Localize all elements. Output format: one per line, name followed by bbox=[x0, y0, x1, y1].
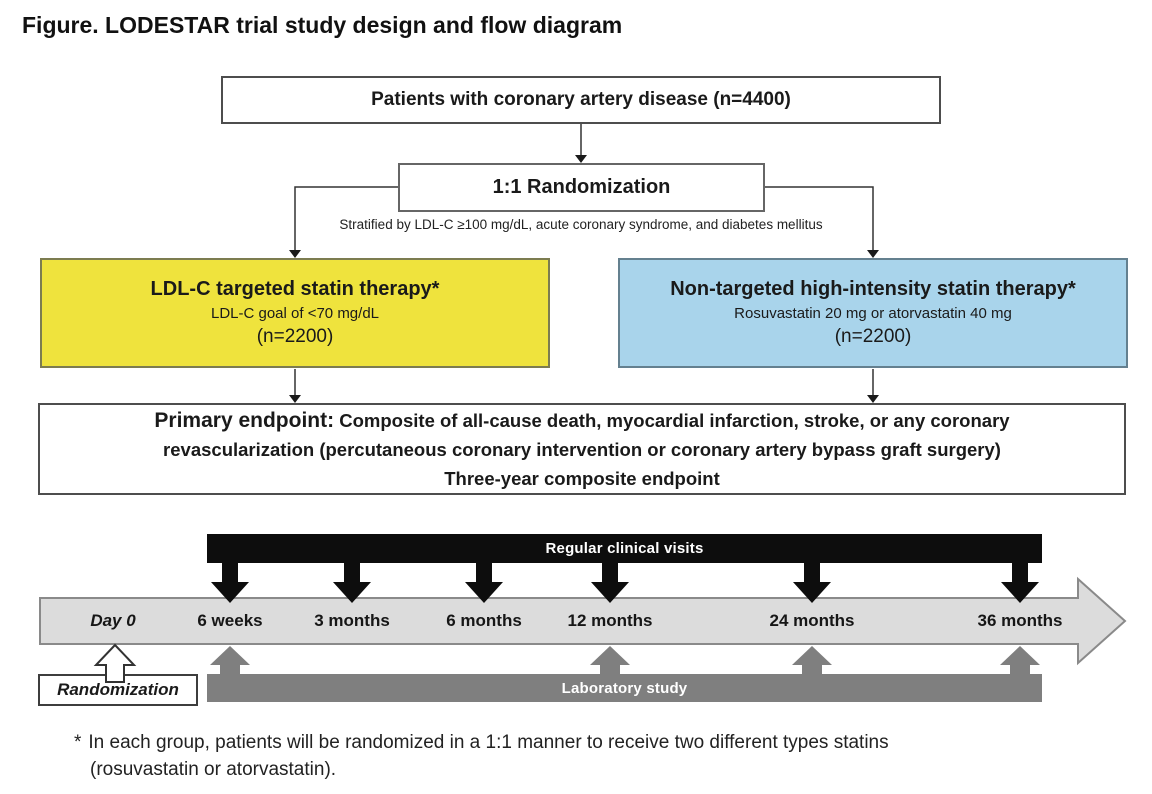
primary-endpoint-box: Primary endpoint: Composite of all-cause… bbox=[38, 403, 1126, 495]
arrowhead-left-to-endpoint bbox=[289, 395, 301, 403]
visit-arrow-6-weeks bbox=[211, 556, 249, 603]
regular-clinical-visits-bar: Regular clinical visits bbox=[207, 534, 1042, 563]
tick-36-months: 36 months bbox=[977, 611, 1063, 630]
randomization-box-label: 1:1 Randomization bbox=[492, 176, 671, 198]
footnote-line-1-text: In each group, patients will be randomiz… bbox=[88, 732, 889, 753]
figure-footnote: * In each group, patients will be randomi… bbox=[74, 729, 1114, 783]
stratification-note: Stratified by LDL-C ≥100 mg/dL, acute co… bbox=[339, 217, 823, 232]
arrowhead-to-randomization bbox=[575, 155, 587, 163]
left-arm-title: LDL-C targeted statin therapy* bbox=[150, 278, 440, 300]
tick-6-weeks: 6 weeks bbox=[197, 611, 263, 630]
endpoint-line-2: revascularization (percutaneous coronary… bbox=[163, 438, 1001, 460]
footnote-line-1: * In each group, patients will be randomi… bbox=[74, 729, 1114, 756]
tick-24-months: 24 months bbox=[769, 611, 855, 630]
non-targeted-arm-box: Non-targeted high-intensity statin thera… bbox=[618, 258, 1128, 368]
laboratory-study-label: Laboratory study bbox=[561, 679, 688, 697]
ldlc-targeted-arm-box: LDL-C targeted statin therapy* LDL-C goa… bbox=[40, 258, 550, 368]
tick-6-months: 6 months bbox=[446, 611, 522, 630]
visit-arrow-3-months bbox=[333, 556, 371, 603]
randomization-timepoint-label: Randomization bbox=[57, 680, 179, 699]
footnote-marker: * bbox=[74, 732, 82, 753]
endpoint-line-3: Three-year composite endpoint bbox=[444, 467, 720, 489]
left-arm-detail: LDL-C goal of <70 mg/dL bbox=[210, 305, 380, 322]
footnote-line-2: (rosuvastatin or atorvastatin). bbox=[90, 759, 337, 780]
arrowhead-to-right-arm bbox=[867, 250, 879, 258]
visit-arrow-6-months bbox=[465, 556, 503, 603]
randomization-timepoint-box: Randomization bbox=[38, 674, 198, 706]
patients-box-label: Patients with coronary artery disease (n… bbox=[371, 89, 791, 110]
right-arm-title: Non-targeted high-intensity statin thera… bbox=[670, 278, 1076, 300]
arrowhead-right-to-endpoint bbox=[867, 395, 879, 403]
endpoint-line-1: Primary endpoint: Composite of all-cause… bbox=[154, 406, 1009, 435]
tick-3-months: 3 months bbox=[314, 611, 390, 630]
randomization-box: 1:1 Randomization bbox=[398, 163, 765, 212]
laboratory-study-bar: Laboratory study bbox=[207, 674, 1042, 702]
visit-arrow-12-months bbox=[591, 556, 629, 603]
visit-arrow-36-months bbox=[1001, 556, 1039, 603]
figure-title: Figure. LODESTAR trial study design and … bbox=[22, 12, 623, 38]
endpoint-lead: Primary endpoint: bbox=[154, 408, 335, 432]
right-arm-sample-size: (n=2200) bbox=[834, 326, 912, 347]
regular-clinical-visits-label: Regular clinical visits bbox=[545, 540, 704, 557]
tick-day-0: Day 0 bbox=[90, 611, 136, 630]
visit-arrow-24-months bbox=[793, 556, 831, 603]
clinical-visit-arrows bbox=[211, 556, 1039, 603]
arrowhead-to-left-arm bbox=[289, 250, 301, 258]
tick-12-months: 12 months bbox=[567, 611, 653, 630]
right-arm-detail: Rosuvastatin 20 mg or atorvastatin 40 mg bbox=[734, 305, 1012, 322]
patients-box: Patients with coronary artery disease (n… bbox=[221, 76, 941, 124]
endpoint-line-1-rest: Composite of all-cause death, myocardial… bbox=[339, 409, 1010, 431]
left-arm-sample-size: (n=2200) bbox=[256, 326, 334, 347]
